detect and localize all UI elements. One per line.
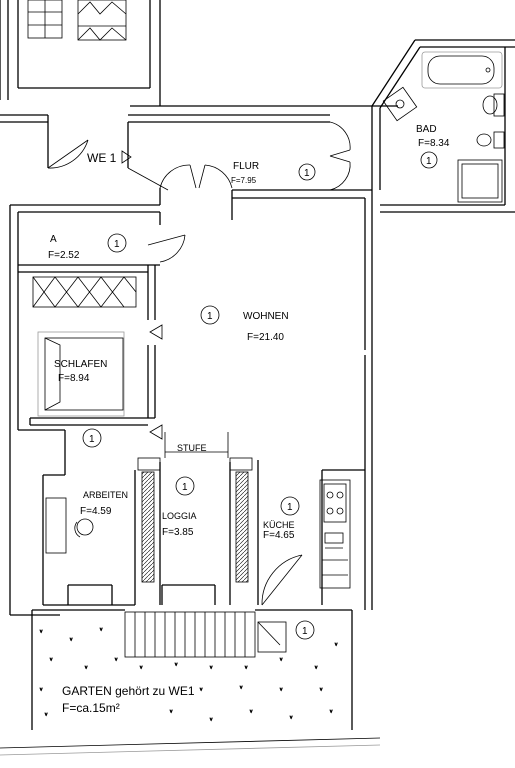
apartment-walls: [9, 205, 373, 616]
stairwell: [0, 0, 161, 100]
schlafen-area: F=8.94: [58, 373, 90, 384]
svg-text:ᵥ: ᵥ: [249, 707, 253, 714]
corridor-walls: [0, 48, 398, 220]
svg-text:ᵥ: ᵥ: [239, 683, 243, 690]
loggia-area: F=3.85: [162, 527, 194, 538]
desk: [45, 497, 94, 554]
svg-text:ᵥ: ᵥ: [169, 707, 173, 714]
svg-text:ᵥ: ᵥ: [289, 713, 293, 720]
stufe-label: STUFE: [177, 443, 207, 453]
loggia: [137, 432, 253, 605]
kitchen-counter: [319, 479, 351, 589]
svg-text:ᵥ: ᵥ: [84, 663, 88, 670]
garden-stairs: [124, 611, 287, 658]
loggia-name: LOGGIA: [162, 511, 197, 521]
svg-text:ᵥ: ᵥ: [314, 663, 318, 670]
flur-unit-marker: [298, 163, 316, 181]
svg-text:ᵥ: ᵥ: [69, 635, 73, 642]
kueche-name: KÜCHE: [263, 520, 295, 530]
wohnen-unit-marker: [200, 305, 220, 325]
svg-text:ᵥ: ᵥ: [114, 655, 118, 662]
arbeiten-name: ARBEITEN: [83, 490, 128, 500]
kueche-unit-marker: [280, 496, 300, 516]
entry-arrow-icon: [121, 150, 132, 164]
stair-unit: 1: [302, 626, 308, 637]
arbeiten-area: F=4.59: [80, 506, 112, 517]
entry-door[interactable]: [47, 139, 169, 191]
abstell-name: A: [50, 234, 57, 245]
abstell-area: F=2.52: [48, 250, 80, 261]
kitchen-door[interactable]: [261, 554, 303, 606]
bed[interactable]: [37, 331, 125, 417]
svg-text:ᵥ: ᵥ: [279, 655, 283, 662]
garden: ᵥ ᵥ ᵥ ᵥ ᵥ ᵥ ᵥ ᵥ ᵥ ᵥ ᵥ ᵥ ᵥ ᵥ ᵥ ᵥ ᵥ ᵥ ᵥ ᵥ ᵥ ᵥ ᵥ ᵥ: [0, 609, 381, 756]
svg-text:ᵥ: ᵥ: [244, 663, 248, 670]
garten-area: F=ca.15m²: [62, 701, 120, 715]
svg-text:ᵥ: ᵥ: [49, 655, 53, 662]
loggia-unit-marker: [175, 476, 195, 496]
arrow-left-icon: [149, 324, 163, 340]
svg-text:ᵥ: ᵥ: [279, 685, 283, 692]
bad-double-door[interactable]: [329, 121, 351, 191]
svg-text:ᵥ: ᵥ: [174, 660, 178, 667]
kueche-area: F=4.65: [263, 530, 295, 541]
svg-text:ᵥ: ᵥ: [209, 715, 213, 722]
svg-text:ᵥ: ᵥ: [39, 685, 43, 692]
bad-name: BAD: [416, 124, 437, 135]
svg-text:ᵥ: ᵥ: [44, 710, 48, 717]
flur-double-door[interactable]: [159, 164, 233, 189]
flur-name: FLUR: [233, 161, 259, 172]
bad-area: F=8.34: [418, 138, 450, 149]
svg-text:ᵥ: ᵥ: [139, 663, 143, 670]
abstell-unit-marker: [107, 233, 127, 253]
stair-unit-marker: [295, 620, 315, 640]
kueche-unit: 1: [287, 502, 293, 513]
svg-text:ᵥ: ᵥ: [329, 707, 333, 714]
flur-unit: 1: [304, 168, 310, 179]
svg-text:ᵥ: ᵥ: [334, 640, 338, 647]
wohnen-area: F=21.40: [247, 332, 284, 343]
schlafen-name: SCHLAFEN: [54, 359, 107, 370]
entry-label: WE 1: [87, 151, 117, 165]
bad-unit: 1: [426, 156, 432, 167]
schlafen-unit-marker: [82, 428, 102, 448]
garten-name: GARTEN gehört zu WE1: [62, 684, 195, 698]
bad-unit-marker: [420, 151, 438, 169]
wohnen-name: WOHNEN: [243, 311, 289, 322]
wohnen-unit: 1: [207, 311, 213, 322]
svg-text:ᵥ: ᵥ: [319, 685, 323, 692]
loggia-unit: 1: [182, 482, 188, 493]
abstell-door[interactable]: [147, 234, 186, 263]
abstell-unit: 1: [114, 239, 120, 250]
svg-text:ᵥ: ᵥ: [39, 627, 43, 634]
wardrobe: [32, 276, 137, 308]
svg-text:ᵥ: ᵥ: [99, 625, 103, 632]
svg-text:ᵥ: ᵥ: [199, 685, 203, 692]
bathroom: [371, 39, 515, 213]
arrow-left-icon: [149, 424, 163, 440]
svg-text:ᵥ: ᵥ: [209, 663, 213, 670]
flur-area: F=7.95: [231, 176, 257, 185]
schlafen-unit: 1: [89, 434, 95, 445]
